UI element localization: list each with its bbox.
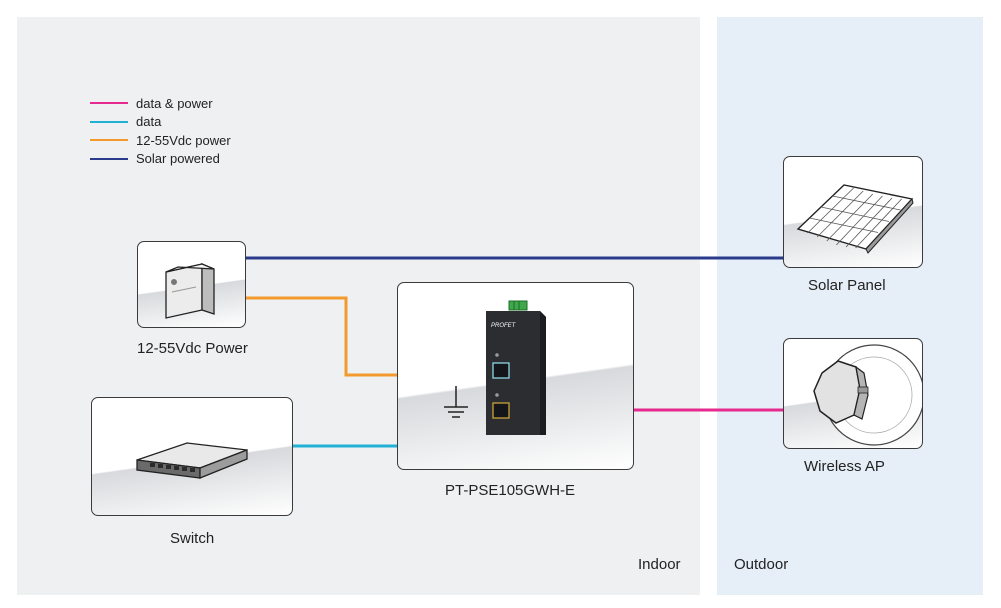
legend-swatch [90, 139, 128, 142]
link-dc-power [246, 296, 398, 377]
power-supply-icon [165, 263, 215, 319]
power-supply-card[interactable] [137, 241, 246, 328]
wireless-ap-icon [813, 344, 922, 446]
wireless-ap-card[interactable] [783, 338, 923, 449]
switch-label: Switch [170, 530, 215, 547]
solar-panel-card[interactable] [783, 156, 923, 268]
injector-card[interactable]: PROFET [397, 282, 634, 470]
wireless-ap-label: Wireless AP [804, 458, 885, 475]
solar-panel-label: Solar Panel [808, 277, 886, 294]
injector-label: PT-PSE105GWH-E [445, 482, 576, 499]
poe-injector-icon: PROFET [444, 300, 546, 435]
switch-card[interactable] [91, 397, 293, 516]
legend-item-data: data [90, 113, 231, 132]
power-supply-label: 12-55Vdc Power [137, 340, 248, 357]
legend-item-dc-power: 12-55Vdc power [90, 131, 231, 150]
network-switch-icon [136, 442, 248, 479]
brand-text: PROFET [491, 323, 517, 329]
legend-swatch [90, 120, 128, 123]
legend-swatch [90, 102, 128, 105]
outdoor-label: Outdoor [734, 556, 789, 573]
legend-label: data & power [136, 95, 213, 111]
ground-icon [444, 386, 468, 418]
outdoor-zone [717, 17, 983, 595]
legend-label: data [136, 114, 162, 130]
legend-label: Solar powered [136, 151, 220, 167]
legend-item-solar: Solar powered [90, 150, 231, 169]
legend-label: 12-55Vdc power [136, 132, 231, 148]
legend-swatch [90, 157, 128, 160]
solar-panel-icon [796, 184, 914, 254]
legend-item-data-power: data & power [90, 94, 231, 113]
legend: data & power data 12-55Vdc power Solar p… [90, 94, 231, 168]
indoor-label: Indoor [638, 556, 681, 573]
